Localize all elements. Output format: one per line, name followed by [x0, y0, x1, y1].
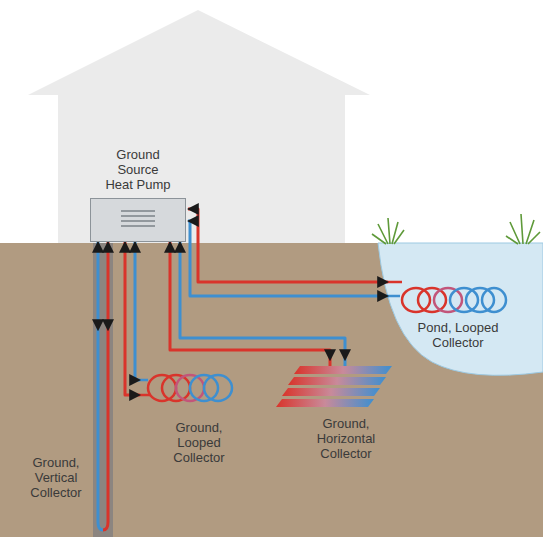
borehole [93, 243, 113, 537]
node-label: Ground Source Heat Pump [102, 147, 174, 192]
heat-pump-unit [90, 198, 186, 242]
pipe [135, 242, 140, 380]
pond-collector: Pond, Looped Collector [388, 276, 518, 372]
pipe [188, 221, 388, 296]
pipe [188, 209, 388, 282]
vent-grille [91, 199, 185, 241]
node-label: Ground, Looped Collector [160, 420, 238, 465]
ground [0, 243, 543, 537]
pipe [97, 242, 100, 330]
vertical-collector: Ground, Vertical Collector [18, 330, 118, 535]
pond-coil [388, 282, 506, 312]
node-label: Ground, Horizontal Collector [297, 416, 395, 461]
pipe-connector [188, 209, 388, 296]
pipe-connector [125, 242, 140, 395]
pipe-connector [170, 242, 345, 360]
node-label: Ground, Vertical Collector [20, 455, 92, 500]
node-label: Pond, Looped Collector [416, 320, 500, 350]
pipe [180, 242, 345, 360]
pipe [170, 242, 330, 360]
pipe [107, 242, 110, 330]
pipe-connector [98, 242, 108, 330]
pond [378, 243, 543, 375]
grass [372, 214, 540, 244]
looped-coil [140, 375, 232, 401]
pipe [125, 242, 140, 395]
looped-collector: Ground, Looped Collector [140, 362, 240, 480]
heat-pump: Ground Source Heat Pump [88, 140, 188, 242]
vertical-loop [98, 330, 108, 530]
horizontal-slab [276, 360, 392, 407]
horizontal-collector: Ground, Horizontal Collector [275, 360, 400, 465]
